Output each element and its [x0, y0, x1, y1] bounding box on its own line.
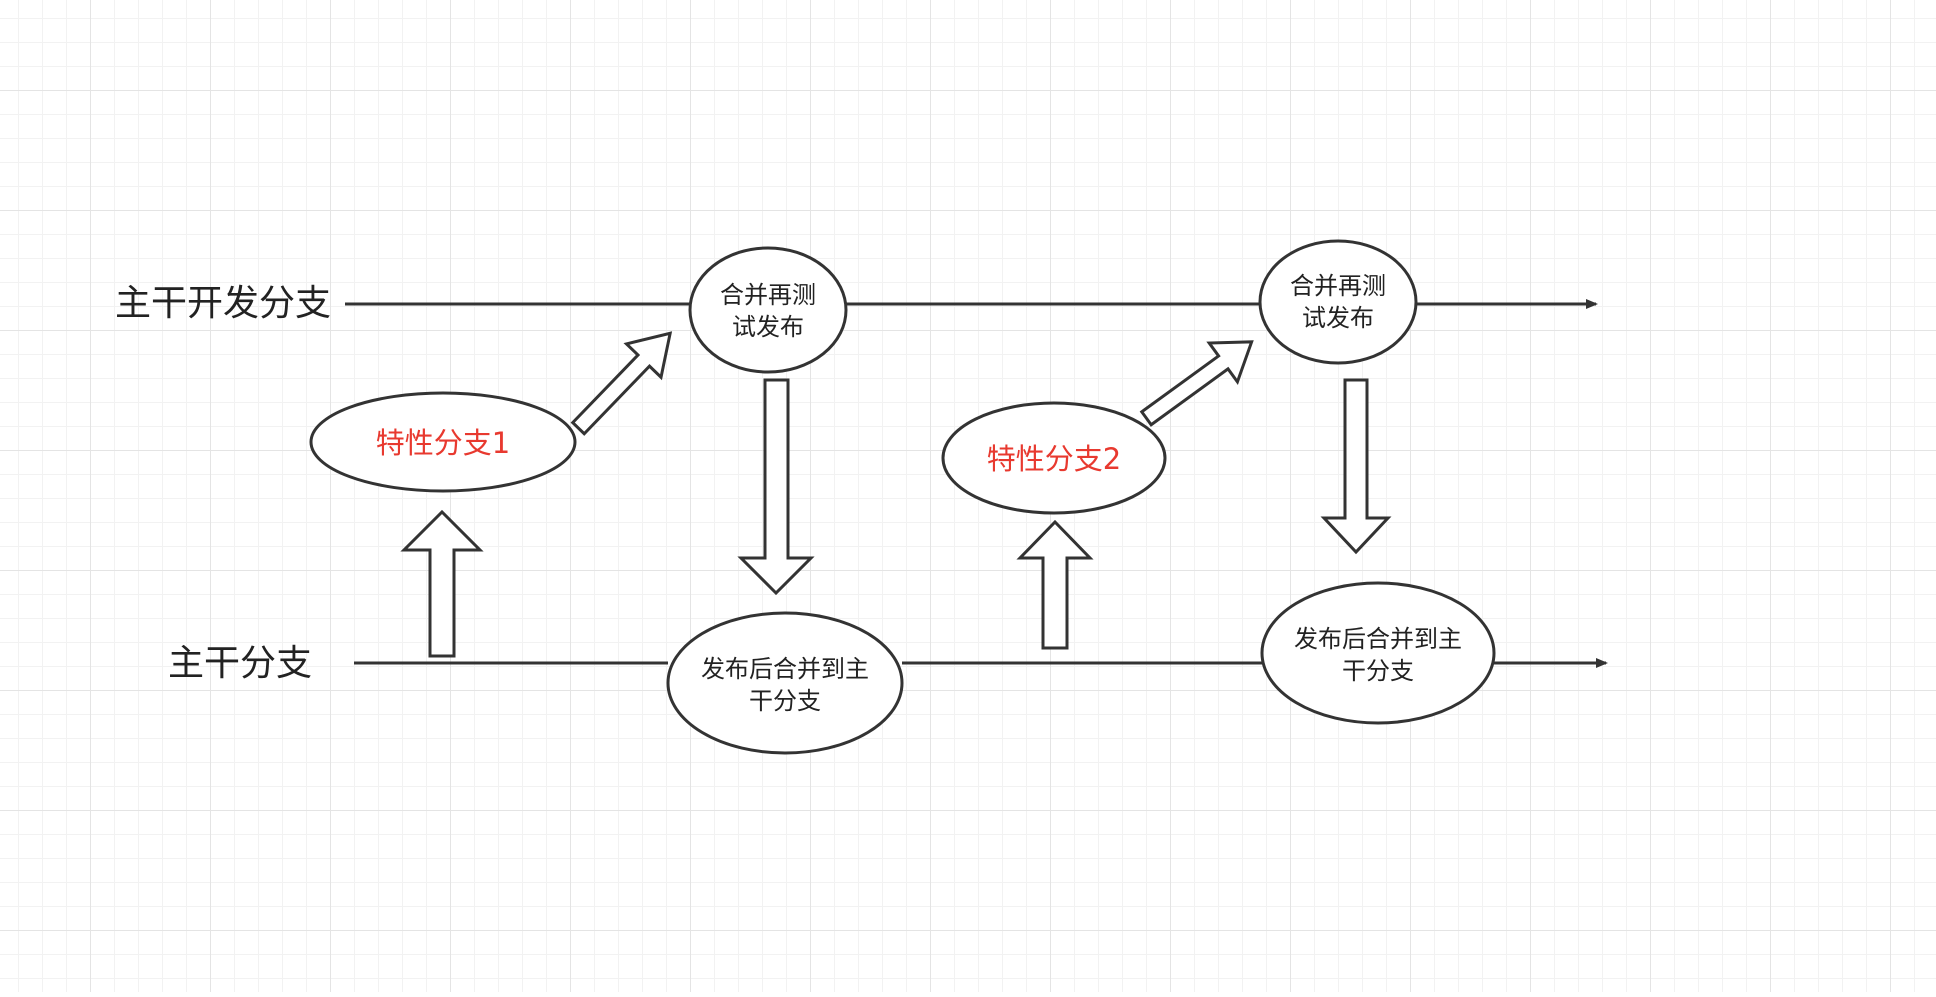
node-label-line-2: 干分支	[749, 687, 821, 715]
node-label-line-1: 发布后合并到主	[701, 655, 869, 683]
node-label-line-1: 合并再测	[1290, 272, 1386, 300]
lane-label-trunk: 主干分支	[168, 643, 312, 684]
node-feature-branch-2[interactable]: 特性分支2	[941, 401, 1167, 515]
hollow-arrow-down-2	[1320, 378, 1392, 555]
node-ellipse	[1260, 581, 1496, 725]
node-merge-test-release-2[interactable]: 合并再测 试发布	[1258, 239, 1418, 365]
node-release-merge-1[interactable]: 发布后合并到主 干分支	[666, 611, 904, 755]
feature-branch-1-label: 特性分支1	[376, 426, 510, 460]
node-label-line-2: 试发布	[1302, 304, 1374, 332]
node-label-line-1: 发布后合并到主	[1294, 625, 1462, 653]
node-ellipse	[666, 611, 904, 755]
lane-label-trunk-dev: 主干开发分支	[115, 283, 331, 324]
node-ellipse	[1258, 239, 1418, 365]
hollow-arrow-up-2	[1016, 519, 1094, 650]
node-feature-branch-1[interactable]: 特性分支1	[309, 391, 577, 493]
node-ellipse	[688, 246, 848, 374]
hollow-arrow-up-1	[400, 509, 484, 658]
node-release-merge-2[interactable]: 发布后合并到主 干分支	[1260, 581, 1496, 725]
feature-branch-2-label: 特性分支2	[987, 442, 1121, 476]
node-ellipse	[309, 391, 577, 493]
node-merge-test-release-1[interactable]: 合并再测 试发布	[688, 246, 848, 374]
hollow-arrow-diag-2	[1139, 340, 1254, 427]
node-label-line-1: 合并再测	[720, 281, 816, 309]
node-label-line-2: 试发布	[732, 313, 804, 341]
node-label-line-2: 干分支	[1342, 657, 1414, 685]
hollow-arrow-down-1	[737, 378, 815, 596]
node-ellipse	[941, 401, 1167, 515]
hollow-arrow-diag-1	[570, 331, 673, 436]
